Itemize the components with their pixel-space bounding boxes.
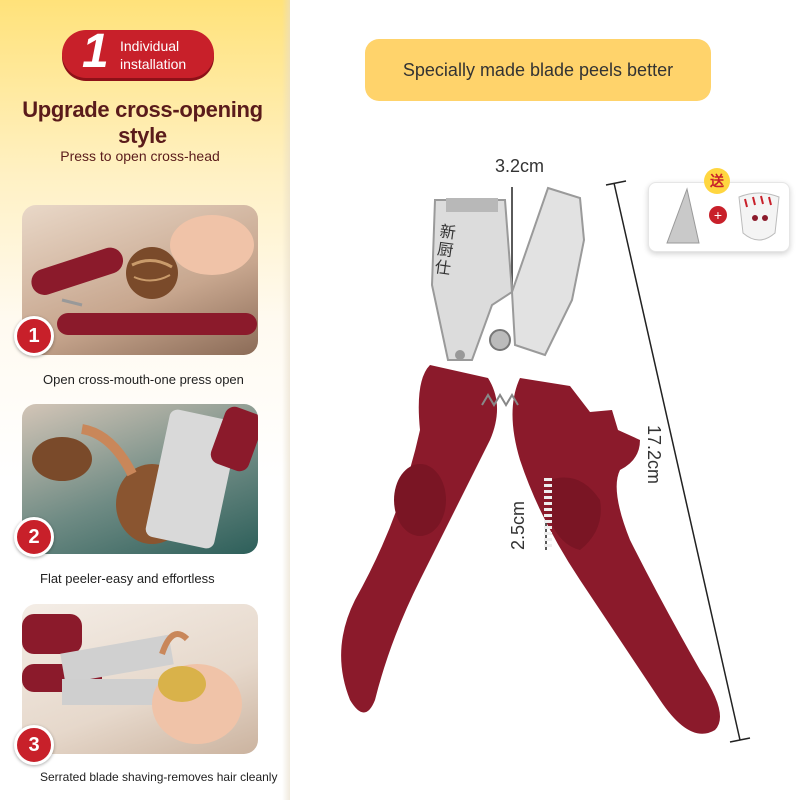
feature-number-1: 1 bbox=[14, 316, 54, 356]
feature-image-shave bbox=[22, 604, 258, 754]
feature-number-2: 2 bbox=[14, 517, 54, 557]
feature-caption-2: Flat peeler-easy and effortless bbox=[40, 571, 215, 586]
plus-icon: + bbox=[709, 206, 727, 224]
serrated-length-label: 2.5cm bbox=[508, 500, 528, 550]
badge-text: Individual installation bbox=[120, 37, 186, 73]
feature-number-3: 3 bbox=[14, 725, 54, 765]
feature-caption-3: Serrated blade shaving-removes hair clea… bbox=[40, 770, 278, 784]
right-blade bbox=[510, 186, 586, 357]
pivot-screw bbox=[489, 329, 511, 351]
gift-tag: 送 bbox=[704, 168, 730, 194]
feature-caption-1: Open cross-mouth-one press open bbox=[43, 372, 244, 387]
thumb-grip bbox=[394, 464, 446, 536]
banner-text: Specially made blade peels better bbox=[402, 59, 674, 80]
total-length-label: 17.2cm bbox=[644, 425, 664, 485]
badge-number: 1 bbox=[82, 25, 109, 78]
spring bbox=[481, 393, 519, 407]
length-line bbox=[613, 182, 741, 741]
upgrade-title: Upgrade cross-opening style bbox=[22, 97, 263, 148]
badge-text-line1: Individual bbox=[120, 38, 180, 54]
blade-width-label: 3.2cm bbox=[495, 156, 545, 176]
installation-badge: 1 Individual installation bbox=[62, 26, 214, 78]
feature-image-peel bbox=[22, 404, 258, 554]
feature-image-open bbox=[22, 205, 258, 355]
gift-items bbox=[666, 187, 780, 244]
right-handle bbox=[512, 378, 720, 734]
blade-banner: Specially made blade peels better bbox=[365, 39, 711, 101]
left-handle bbox=[341, 365, 498, 713]
badge-text-line2: installation bbox=[120, 56, 187, 72]
left-blade bbox=[430, 199, 514, 361]
upgrade-subtitle: Press to open cross-head bbox=[60, 148, 220, 164]
